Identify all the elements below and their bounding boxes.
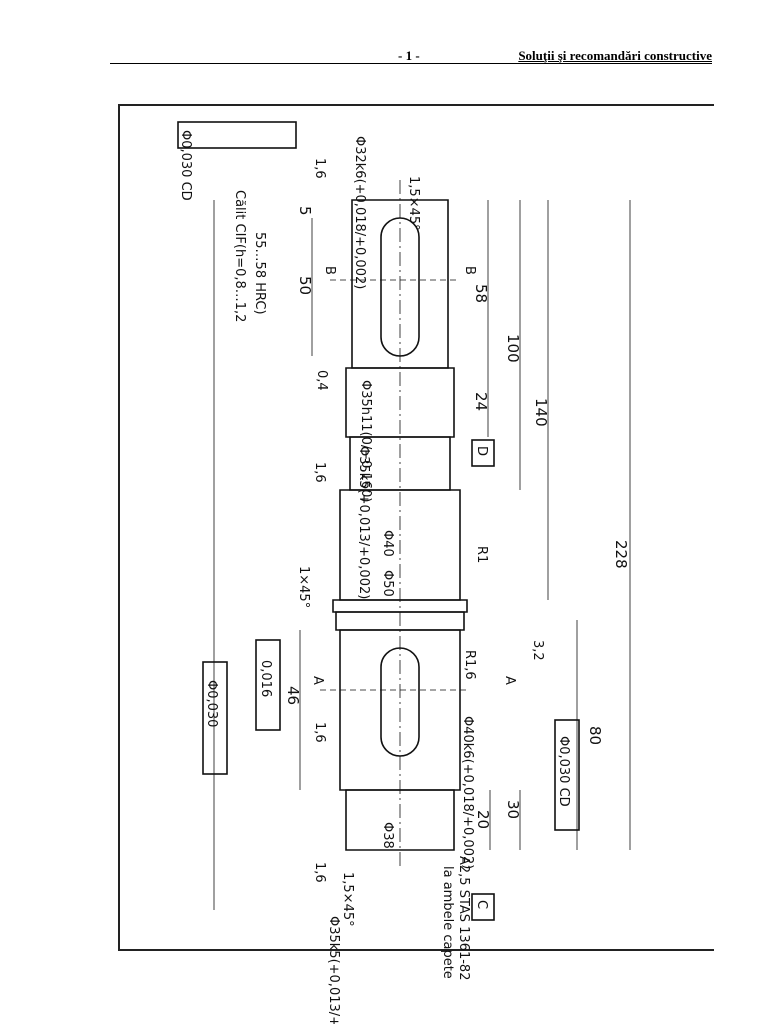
dim-100: 100 — [504, 334, 522, 363]
dim-46: 46 — [284, 686, 302, 705]
roughness-1-6-mid: 1,6 — [312, 462, 327, 483]
dia-50: Φ50 — [380, 570, 395, 597]
tolerance-runout-cd-top: Φ0,030 CD — [178, 130, 193, 201]
radius-r1-6: R1,6 — [462, 650, 477, 680]
dia-40: Φ40 — [380, 530, 395, 557]
center-hole-note-2: la ambele capete — [440, 866, 455, 979]
tolerance-runout-left: Φ0,030 — [204, 680, 219, 727]
dim-30: 30 — [504, 800, 522, 819]
dim-20: 20 — [474, 810, 492, 829]
dia-35k5-bottom: Φ35k5(+0,013/+0,002) — [326, 916, 341, 1024]
tolerance-perpendicularity: 0,016 — [258, 660, 273, 697]
roughness-0-4: 0,4 — [314, 370, 329, 391]
dim-5: 5 — [296, 206, 314, 216]
dim-140: 140 — [532, 398, 550, 427]
dim-50: 50 — [296, 276, 314, 295]
section-b-right: B — [462, 266, 477, 275]
datum-d: D — [474, 446, 489, 456]
radius-r1: R1 — [474, 546, 489, 563]
document-title: Soluţii şi recomandări constructive — [518, 48, 712, 63]
roughness-3-2: 3,2 — [530, 640, 545, 661]
hardening-note-2: 55…58 HRC) — [252, 232, 267, 315]
roughness-1-6-top: 1,6 — [312, 158, 327, 179]
chamfer-top: 1,5×45° — [406, 176, 421, 231]
section-a-left: A — [310, 676, 325, 685]
chamfer-bottom: 1,5×45° — [340, 872, 355, 927]
roughness-1-6-bottom: 1,6 — [312, 862, 327, 883]
dia-35h11: Φ35h11(0/−0,160) — [358, 380, 373, 502]
tolerance-runout-cd-bottom: Φ0,030 CD — [556, 736, 571, 807]
dim-58: 58 — [472, 284, 490, 303]
page-number: - 1 - — [398, 48, 420, 63]
chamfer-mid: 1×45° — [296, 566, 311, 608]
section-b-left: B — [322, 266, 337, 275]
dim-228: 228 — [612, 540, 630, 569]
header-rule — [110, 63, 712, 64]
dim-80: 80 — [586, 726, 604, 745]
dia-35k5-top: Φ35k5(+0,013/+0,002) — [356, 446, 371, 599]
datum-c: C — [474, 900, 489, 909]
dia-32k6: Φ32k6(+0,018/+0,002) — [352, 136, 367, 289]
hardening-note-1: Călit CIF(h=0,8…1,2 — [232, 190, 247, 322]
dia-40k6: Φ40k6(+0,018/+0,002) — [460, 716, 475, 869]
page-header: - 1 - Soluţii şi recomandări constructiv… — [110, 48, 712, 64]
drawing-frame — [118, 104, 714, 951]
dia-38: Φ38 — [380, 822, 395, 849]
roughness-1-6-low: 1,6 — [312, 722, 327, 743]
section-a-right: A — [502, 676, 517, 685]
center-hole-note: A2,5 STAS 1361-82 — [456, 856, 471, 980]
dim-24: 24 — [472, 392, 490, 411]
